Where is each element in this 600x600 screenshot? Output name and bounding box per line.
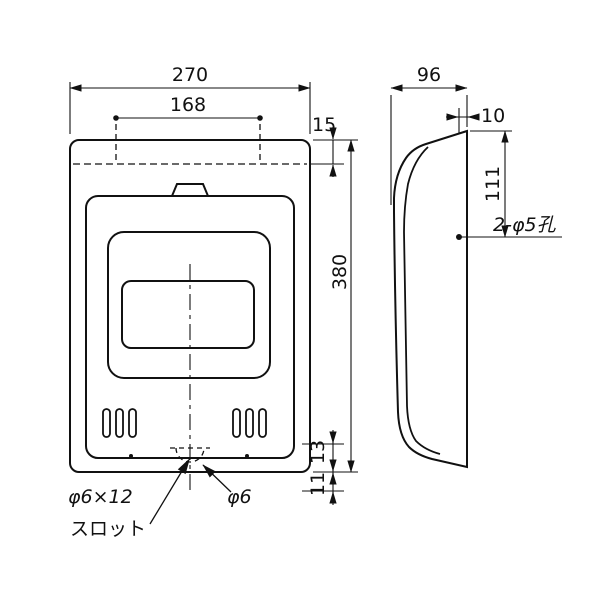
dimension-texts: 270 168 15 380 13 11 96 10 111 2-φ5孔 φ6×… xyxy=(68,64,557,540)
dim-text-height: 380 xyxy=(329,254,351,290)
slot-outline xyxy=(175,447,205,463)
vent-slot xyxy=(232,408,241,438)
side-inner-edge xyxy=(403,146,441,455)
mount-hole-dot xyxy=(456,234,462,240)
label-mount-holes: 2-φ5孔 xyxy=(493,214,557,236)
side-outer-body xyxy=(393,129,468,469)
dim-text-hole-drop: 111 xyxy=(482,166,504,202)
display-window xyxy=(121,280,255,349)
leader-arrowhead xyxy=(177,458,190,475)
vent-slot xyxy=(115,408,124,438)
label-slot-dia: φ6 xyxy=(227,486,252,508)
display-bezel xyxy=(107,231,271,379)
label-slot-size: φ6×12 xyxy=(68,486,133,508)
dim-text-hole-inset: 10 xyxy=(481,105,505,127)
vent-slot xyxy=(128,408,137,438)
dim-text-width: 270 xyxy=(172,64,208,86)
vent-slot xyxy=(258,408,267,438)
dim-text-flap-height: 15 xyxy=(312,114,336,136)
tab-handle xyxy=(171,183,209,197)
dim-text-bottom-margin: 11 xyxy=(307,472,329,496)
vent-slot xyxy=(245,408,254,438)
slot-leaders xyxy=(149,458,232,525)
dim-dot xyxy=(257,115,263,121)
front-view xyxy=(69,139,311,473)
side-dimensions xyxy=(390,84,562,238)
leader-line-dia xyxy=(202,464,232,493)
front-outer-body xyxy=(69,139,311,473)
dim-text-slot-offset: 13 xyxy=(307,440,329,464)
front-dimensions xyxy=(69,82,358,505)
leader-line-slot xyxy=(149,470,183,525)
vent-slot xyxy=(102,408,111,438)
dim-dot xyxy=(113,115,119,121)
dim-text-flap-width: 168 xyxy=(170,94,206,116)
hidden-lines xyxy=(73,124,307,493)
dim-text-depth: 96 xyxy=(417,64,441,86)
side-view xyxy=(393,129,468,469)
vent-group xyxy=(102,408,267,438)
screw-mark-right xyxy=(245,454,249,458)
label-slot-name: スロット xyxy=(70,518,146,540)
screw-mark-left xyxy=(129,454,133,458)
